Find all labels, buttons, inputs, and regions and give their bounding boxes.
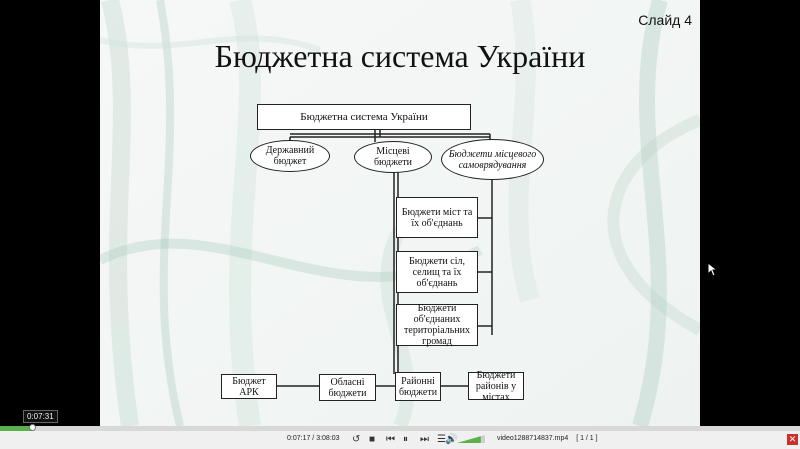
slide: Слайд 4 Бюджетна система України: [100, 0, 700, 426]
slide-title: Бюджетна система України: [214, 38, 586, 74]
pause-icon[interactable]: ⏸: [403, 434, 408, 445]
loop-icon[interactable]: ↺: [352, 434, 361, 445]
file-name: video1288714837.mp4 [ 1 / 1 ]: [497, 435, 598, 442]
stop-icon[interactable]: ■: [369, 434, 376, 445]
local-budgets-node: Місцеві бюджети: [354, 141, 432, 173]
seek-time-tooltip: 0:07:31: [23, 410, 58, 423]
regional-budgets-box: Обласні бюджети: [319, 374, 376, 401]
district-budgets-box: Районні бюджети: [395, 372, 441, 401]
slide-number: Слайд 4: [638, 12, 692, 28]
menu-icon[interactable]: ☰: [437, 434, 446, 445]
volume-icon[interactable]: 🔊: [445, 434, 458, 445]
volume-slider[interactable]: [457, 435, 485, 443]
playback-time: 0:07:17 / 3:08:03: [287, 435, 340, 442]
previous-icon[interactable]: ⏮: [386, 434, 395, 445]
village-budgets-box: Бюджети сіл, селищ та їх об'єднань: [396, 251, 478, 293]
state-budget-node: Державний бюджет: [250, 140, 330, 172]
seek-bar-progress: [0, 426, 32, 431]
close-icon[interactable]: ✕: [787, 434, 798, 445]
root-box: Бюджетна система України: [257, 104, 471, 130]
slide-background: [100, 0, 700, 426]
self-government-budgets-node: Бюджети місцевого самоврядування: [441, 139, 544, 180]
city-district-budgets-box: Бюджети районів у містах: [468, 370, 524, 403]
seek-bar[interactable]: [0, 424, 800, 431]
player-controls: 0:07:17 / 3:08:03 ↺ ■ ⏮ ⏸ ⏭ ☰ 🔊 video128…: [0, 431, 800, 449]
seek-bar-handle[interactable]: [29, 424, 36, 431]
file-name-text: video1288714837.mp4: [497, 435, 569, 442]
ark-budget-box: Бюджет АРК: [221, 374, 277, 399]
city-budgets-box: Бюджети міст та їх об'єднань: [396, 197, 478, 238]
next-icon[interactable]: ⏭: [420, 434, 429, 445]
community-budgets-box: Бюджети об'єднаних територіальних громад: [396, 303, 478, 347]
playlist-position: [ 1 / 1 ]: [576, 435, 598, 442]
mouse-cursor-icon: [707, 262, 717, 277]
